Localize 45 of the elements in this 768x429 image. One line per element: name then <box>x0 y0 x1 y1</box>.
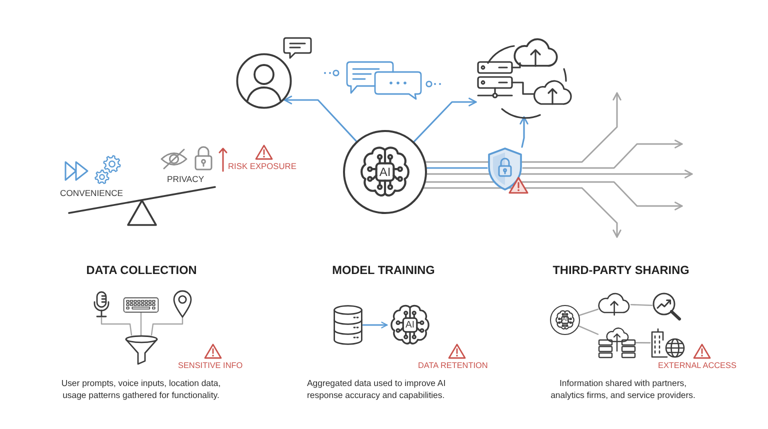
keyboard-icon <box>123 297 159 313</box>
connector-line <box>140 312 142 336</box>
ai-brain-circle <box>550 305 580 335</box>
arrow <box>425 181 683 210</box>
connector-line <box>635 342 651 344</box>
risk-label: RISK EXPOSURE <box>228 162 296 172</box>
shield-lock-icon <box>487 147 523 191</box>
building-globe-icon <box>650 328 685 358</box>
cloud-upload-icon <box>598 292 631 316</box>
arrow <box>522 140 683 169</box>
connector-line <box>426 167 488 169</box>
section-heading: DATA COLLECTION <box>86 264 197 278</box>
warning-label: SENSITIVE INFO <box>178 361 243 370</box>
arrow <box>423 187 622 238</box>
scale-label: PRIVACY <box>167 175 204 185</box>
section-heading: THIRD-PARTY SHARING <box>552 264 690 278</box>
magnifier-chart-icon <box>652 292 682 320</box>
funnel-icon <box>125 335 158 365</box>
ai-brain-circle <box>343 130 427 214</box>
server-cloud-icon <box>476 37 572 117</box>
location-pin-icon <box>173 290 192 318</box>
description-text: Information shared with partners, analytics firms, and service providers. <box>550 377 696 401</box>
warning-label: DATA RETENTION <box>418 361 488 370</box>
ai-label: AI <box>406 320 414 330</box>
warning-label: EXTERNAL ACCESS <box>658 361 736 370</box>
ai-label: AI <box>379 166 391 178</box>
arrow <box>284 96 358 142</box>
connector-line <box>150 317 184 336</box>
arrow <box>426 170 693 178</box>
user-avatar-icon <box>236 53 292 109</box>
database-icon <box>333 305 363 345</box>
microphone-icon <box>93 291 110 318</box>
description-text: Aggregated data used to improve AI response accuracy and capabilities. <box>307 377 447 401</box>
scale-label: CONVENIENCE <box>60 189 124 199</box>
arrow <box>362 322 388 328</box>
arrow <box>413 98 477 142</box>
server-cloud-icon <box>598 327 636 358</box>
arrow <box>425 92 622 163</box>
section-heading: MODEL TRAINING <box>332 264 435 278</box>
description-text: User prompts, voice inputs, location data, usage patterns gathered for functionality. <box>60 377 222 401</box>
connector-line <box>100 317 132 336</box>
arrow <box>520 116 528 148</box>
connector-line <box>630 304 653 306</box>
connector-line <box>578 308 599 316</box>
connector-line <box>578 325 599 335</box>
